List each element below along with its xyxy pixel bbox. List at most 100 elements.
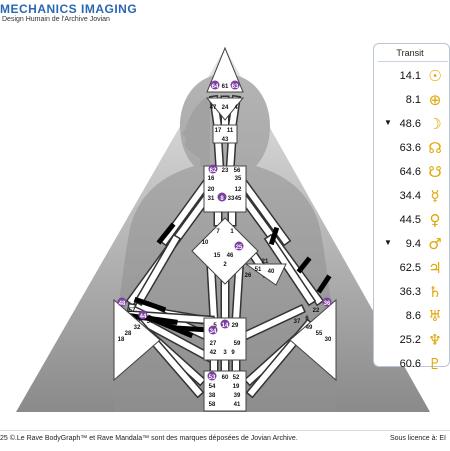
gate-label: 45 (235, 196, 242, 202)
transit-value: 63.6 (399, 142, 421, 154)
transit-value: 9.4 (405, 238, 421, 250)
saturn-icon: ♄ (428, 283, 442, 301)
gate-label: 10 (202, 240, 209, 246)
gate-label: 8 (220, 196, 224, 202)
transit-panel: Transit 14.1☉8.1⊕▼48.6☽63.6☊64.6☋34.4☿44… (373, 43, 450, 373)
gate-activated-marker (234, 241, 244, 251)
transit-row[interactable]: 44.5 ♀ (374, 210, 450, 234)
transit-value: 60.6 (399, 358, 421, 370)
gate-label: 22 (313, 308, 320, 314)
gate-label: 60 (222, 375, 229, 381)
gate-activated-marker (208, 325, 218, 335)
gate-activated-marker (208, 164, 218, 174)
gate-label: 64 (212, 84, 219, 90)
gate-label: 5 (213, 323, 217, 329)
gate-label: 3 (223, 350, 227, 356)
gate-label: 16 (208, 176, 215, 182)
gate-label: 20 (208, 187, 215, 193)
gate-label: 27 (210, 341, 217, 347)
transit-row[interactable]: 60.6 ♇ (374, 354, 450, 378)
footer-copyright: 25 ©.Le Rave BodyGraph™ et Rave Mandala™… (0, 435, 298, 442)
channel-fill (136, 301, 219, 344)
gate-label: 25 (236, 245, 243, 251)
center-g (191, 217, 259, 285)
gate-label: 28 (125, 331, 132, 337)
transit-row[interactable]: 14.1☉ (374, 66, 450, 90)
gate-label: 50 (147, 319, 154, 325)
gate-label: 61 (222, 84, 229, 90)
gate-label: 11 (227, 128, 234, 134)
retrograde-marker: ▼ (384, 118, 392, 127)
gate-label: 55 (316, 331, 323, 337)
gate-activated-marker (322, 297, 332, 307)
center-throat (203, 165, 247, 213)
gate-label: 42 (210, 350, 217, 356)
gate-label: 51 (255, 267, 262, 273)
gate-label: 35 (235, 176, 242, 182)
transit-row[interactable]: 64.6☋ (374, 162, 450, 186)
channel-defined (146, 314, 194, 339)
app-header: MECHANICS IMAGING Design Humain de l'Arc… (0, 0, 450, 30)
gate-label: 33 (228, 196, 235, 202)
transit-value: 44.5 (399, 214, 421, 226)
channel-fill (135, 315, 219, 365)
pluto-icon: ♇ (428, 355, 442, 373)
channels-layer (125, 94, 332, 399)
gate-activated-marker (117, 297, 127, 307)
gate-label: 38 (209, 393, 216, 399)
gate-label: 49 (306, 325, 313, 331)
transit-row[interactable]: 34.4☿ (374, 186, 450, 210)
channel-defined (316, 274, 332, 294)
transit-row[interactable]: 8.6♅ (374, 306, 450, 330)
gate-label: 59 (234, 341, 241, 347)
gate-label: 54 (209, 384, 216, 390)
channel-fill (232, 306, 304, 344)
transit-row[interactable]: 63.6 ☊ (374, 138, 450, 162)
transit-row[interactable]: 62.5♃ (374, 258, 450, 282)
gate-activated-marker (210, 80, 220, 90)
transit-row[interactable]: ▼9.4♂ (374, 234, 450, 258)
gate-label: 14 (222, 323, 229, 329)
gate-label: 39 (234, 393, 241, 399)
gate-label: 30 (325, 337, 332, 343)
gate-label: 34 (210, 329, 217, 335)
channel-fill (135, 235, 180, 305)
transit-row[interactable]: 36.3 ♄ (374, 282, 450, 306)
gate-label: 2 (223, 262, 227, 268)
gate-label: 32 (134, 325, 141, 331)
transit-value: 36.3 (399, 286, 421, 298)
center-heart (244, 263, 287, 286)
brand-subtitle: Design Humain de l'Archive Jovian (2, 16, 110, 23)
transit-value: 64.6 (399, 166, 421, 178)
venus-icon: ♀ (429, 211, 441, 229)
gate-label: 26 (245, 273, 252, 279)
channel-defined (268, 226, 280, 246)
gate-activated-marker (230, 80, 240, 90)
jupiter-icon: ♃ (428, 259, 442, 277)
gate-label: 62 (210, 168, 217, 174)
center-spleen (113, 298, 161, 382)
transit-row[interactable]: ▼48.6☽ (374, 114, 450, 138)
channel-defined (133, 296, 167, 313)
neptune-icon: ♆ (428, 331, 442, 349)
gate-label: 4 (234, 105, 238, 111)
gate-activated-marker (207, 371, 217, 381)
gate-label: 7 (216, 229, 220, 235)
gate-label: 36 (324, 301, 331, 307)
transit-row[interactable]: 25.2♆ (374, 330, 450, 354)
transit-row[interactable]: 8.1⊕ (374, 90, 450, 114)
footer: 25 ©.Le Rave BodyGraph™ et Rave Mandala™… (0, 430, 450, 451)
sun-icon: ☉ (428, 67, 442, 85)
gate-label: 15 (214, 253, 221, 259)
gate-label: 52 (233, 375, 240, 381)
channel-fill (265, 235, 315, 305)
gate-label: 1 (230, 229, 234, 235)
gate-label: 24 (222, 105, 229, 111)
gate-label: 44 (140, 314, 147, 320)
north-node-icon: ☊ (428, 139, 442, 157)
gate-label: 18 (118, 337, 125, 343)
gate-activated-marker (138, 310, 148, 320)
gate-label: 53 (209, 375, 216, 381)
